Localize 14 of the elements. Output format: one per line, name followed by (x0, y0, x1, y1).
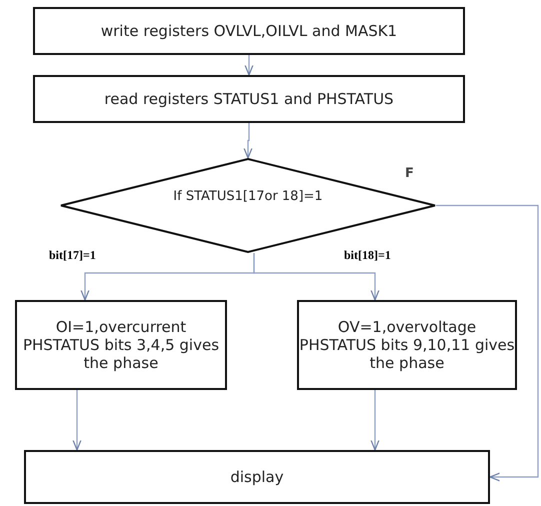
arrow (370, 390, 380, 451)
process-box: OV=1,overvoltage PHSTATUS bits 9,10,11 gives the phase (297, 300, 517, 390)
edge-label: bit[17]=1 (48, 248, 97, 263)
condition-text: If STATUS1[17or 18]=1 (173, 188, 323, 206)
arrow (72, 390, 82, 451)
arrow (436, 204, 539, 482)
arrow (253, 253, 380, 301)
arrow (244, 123, 252, 159)
process-box: OI=1,overcurrent PHSTATUS bits 3,4,5 gives the phase (15, 300, 227, 390)
process-box: display (24, 450, 490, 504)
process-box: read registers STATUS1 and PHSTATUS (33, 75, 465, 123)
arrow (244, 55, 254, 76)
process-box: write registers OVLVL,OILVL and MASK1 (33, 7, 465, 55)
edge-label: bit[18]=1 (343, 248, 392, 263)
